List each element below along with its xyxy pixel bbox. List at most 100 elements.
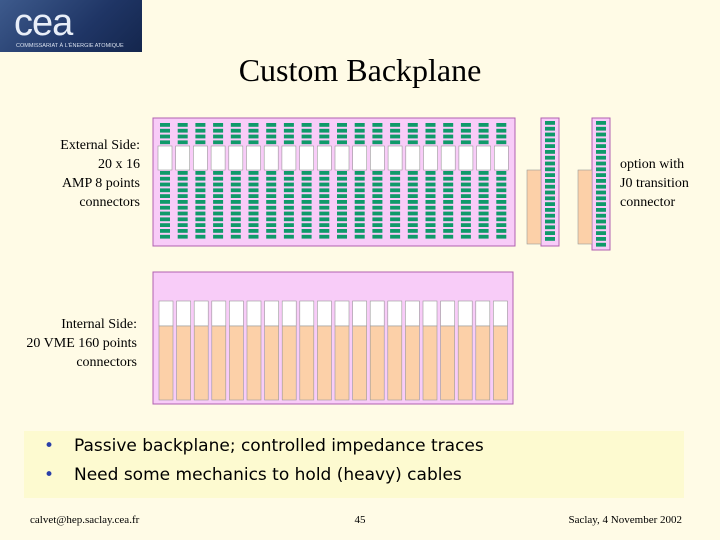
connector-pin <box>545 225 555 230</box>
connector-pin <box>390 171 401 175</box>
connector-pin <box>283 128 294 133</box>
bullet-box: • Passive backplane; controlled impedanc… <box>24 431 684 498</box>
connector-pin <box>195 123 206 127</box>
slide-title: Custom Backplane <box>238 52 482 88</box>
connector-pin <box>596 184 606 189</box>
connector-pin <box>478 200 489 204</box>
connector-pin <box>177 217 188 222</box>
connector-pin <box>478 123 489 127</box>
connector-pin <box>213 200 224 204</box>
connector-pin <box>407 134 418 139</box>
connector-pin <box>177 188 188 193</box>
connector-pin <box>545 196 555 201</box>
connector-pin <box>283 223 294 227</box>
connector-pin <box>596 121 606 125</box>
connector-pin <box>496 188 507 193</box>
connector-pin <box>213 171 224 175</box>
connector-pin <box>354 171 365 175</box>
connector-pin <box>372 217 383 222</box>
vme-connector-body <box>264 325 279 401</box>
connector-pin <box>596 126 606 131</box>
connector-pin <box>545 144 555 148</box>
connector-pin <box>337 128 347 133</box>
amp-connector-head <box>476 145 491 171</box>
connector-pin <box>372 171 383 175</box>
connector-pin <box>266 205 277 210</box>
connector-pin <box>195 200 206 204</box>
vme-connector-head <box>211 300 227 327</box>
connector-pin <box>319 134 330 139</box>
amp-connector-head <box>263 145 279 171</box>
option-label-line: J0 transition <box>620 176 689 191</box>
vme-connector-head <box>317 300 332 327</box>
connector-pin <box>160 229 170 233</box>
connector-pin <box>407 123 418 127</box>
connector-pin <box>496 182 507 187</box>
connector-pin <box>301 194 312 198</box>
connector-pin <box>266 229 277 233</box>
connector-pin <box>390 182 401 187</box>
vme-connector-body <box>158 325 174 401</box>
connector-pin <box>195 211 206 216</box>
connector-pin <box>301 217 312 222</box>
connector-pin <box>230 188 241 193</box>
logo-subtitle: COMMISSARIAT À L'ÉNERGIE ATOMIQUE <box>16 43 124 49</box>
amp-connector-head <box>440 145 456 171</box>
connector-pin <box>337 182 347 187</box>
connector-pin <box>195 182 206 187</box>
connector-pin <box>545 202 555 206</box>
connector-pin <box>407 140 418 145</box>
vme-connector-body <box>457 325 473 401</box>
connector-pin <box>230 217 241 222</box>
connector-pin <box>460 217 471 222</box>
connector-pin <box>372 134 383 139</box>
connector-pin <box>283 140 294 145</box>
connector-pin <box>390 211 401 216</box>
bullet-dot-icon: • <box>43 436 55 456</box>
connector-pin <box>354 211 365 216</box>
connector-pin <box>195 229 206 233</box>
external-label-line: External Side: <box>60 138 140 153</box>
connector-pin <box>545 213 555 218</box>
connector-pin <box>266 234 277 239</box>
connector-pin <box>425 176 436 181</box>
vme-connector-body <box>299 325 315 401</box>
connector-pin <box>266 128 277 133</box>
connector-pin <box>301 123 312 127</box>
connector-pin <box>213 194 224 198</box>
connector-pin <box>230 200 241 204</box>
connector-pin <box>460 234 471 239</box>
connector-pin <box>372 234 383 239</box>
connector-pin <box>248 194 259 198</box>
connector-pin <box>354 229 365 233</box>
vme-connector-head <box>440 300 455 327</box>
connector-pin <box>230 123 241 127</box>
connector-pin <box>319 182 330 187</box>
connector-pin <box>390 205 401 210</box>
connector-pin <box>248 171 259 175</box>
connector-pin <box>407 205 418 210</box>
connector-pin <box>596 196 606 201</box>
connector-pin <box>390 223 401 227</box>
connector-pin <box>478 223 489 227</box>
connector-pin <box>596 167 606 172</box>
connector-pin <box>195 217 206 222</box>
connector-pin <box>545 237 555 241</box>
vme-connector-head <box>193 300 209 327</box>
connector-pin <box>545 184 555 189</box>
connector-pin <box>372 200 383 204</box>
option-label: option with J0 transition connector <box>620 155 689 212</box>
connector-pin <box>337 188 347 193</box>
connector-pin <box>545 161 555 166</box>
connector-pin <box>443 194 454 198</box>
connector-pin <box>301 229 312 233</box>
connector-pin <box>545 126 555 131</box>
external-side-board <box>152 117 516 247</box>
connector-pin <box>283 134 294 139</box>
vme-connector-body <box>281 325 297 401</box>
connector-pin <box>319 140 330 145</box>
connector-pin <box>354 217 365 222</box>
connector-pin <box>460 182 471 187</box>
connector-pin <box>160 182 170 187</box>
connector-pin <box>545 132 555 137</box>
